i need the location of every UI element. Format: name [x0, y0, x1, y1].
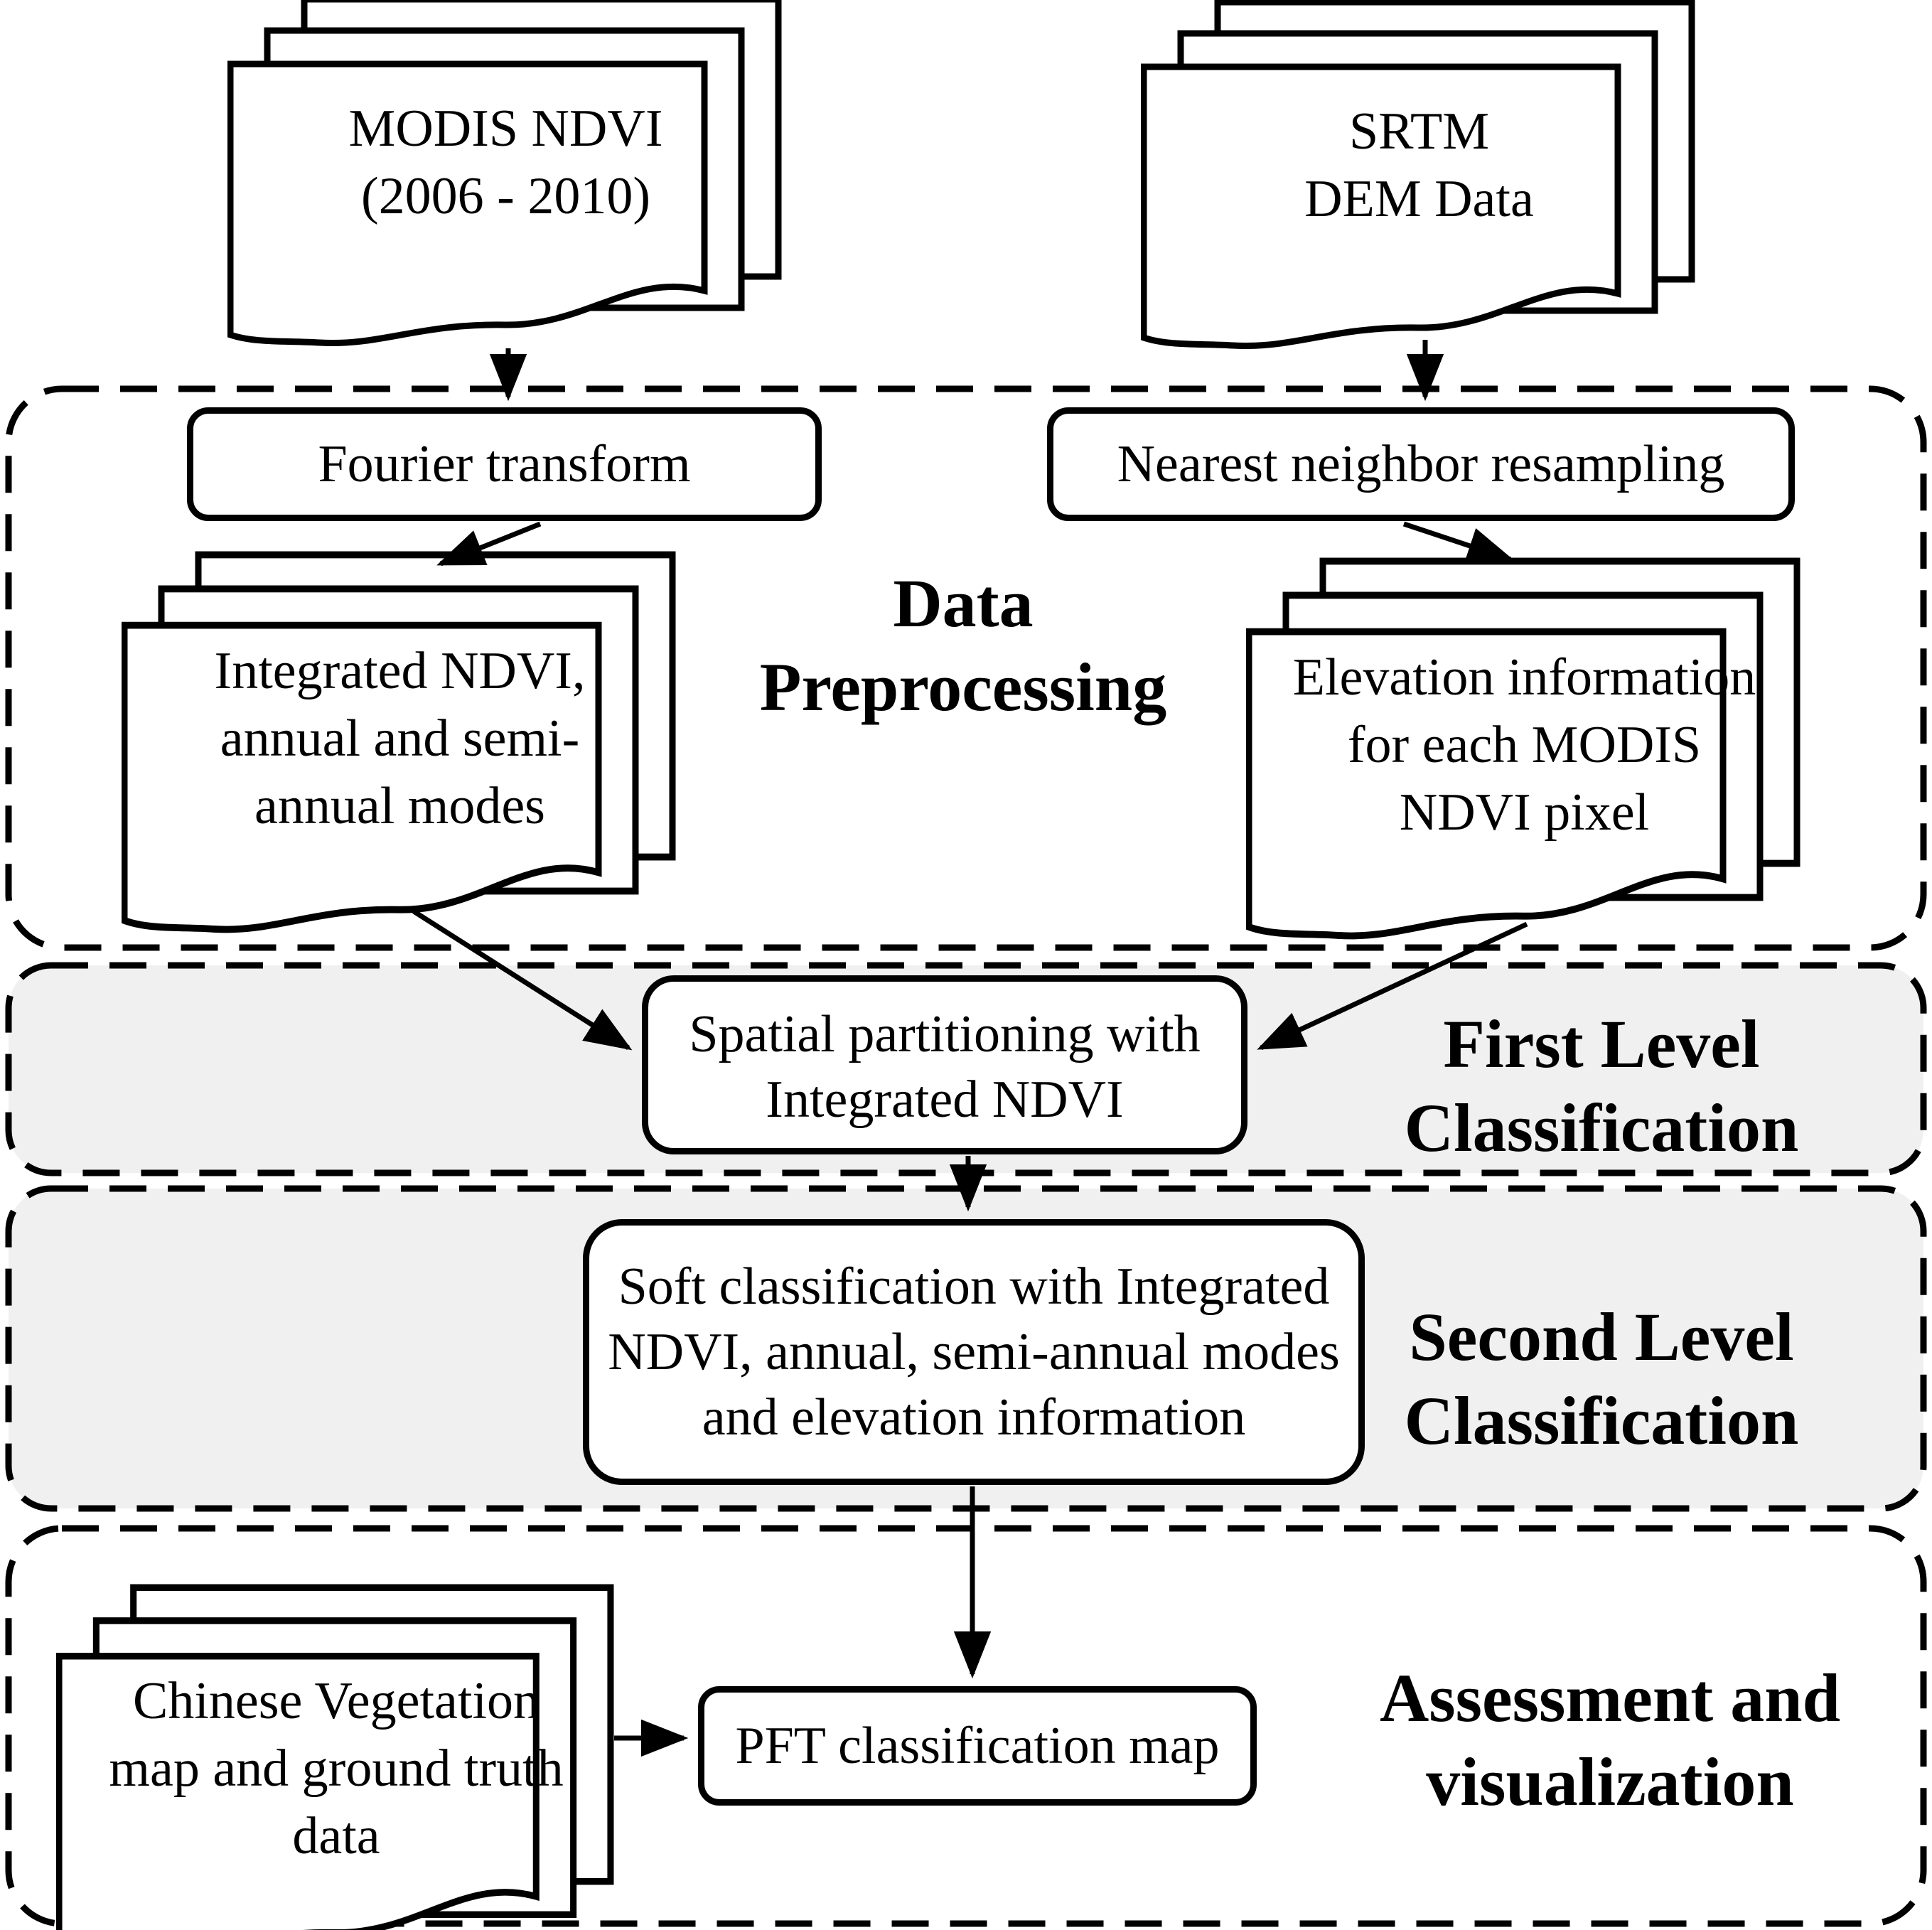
document-stack-icon: [1246, 557, 1800, 940]
doc-label-chinese-vegetation: Chinese Vegetation map and ground truth …: [56, 1668, 616, 1870]
doc-stack-integrated-ndvi: Integrated NDVI, annual and semi- annual…: [122, 551, 678, 938]
process-label-line: NDVI, annual, semi-annual modes: [608, 1323, 1340, 1381]
doc-label-line: for each MODIS: [1347, 716, 1702, 774]
process-label-line: Integrated NDVI: [766, 1071, 1124, 1129]
process-box-nearest-neighbor-resampling: Nearest neighbor resampling: [1047, 407, 1795, 521]
doc-label-line: Integrated NDVI,: [214, 642, 586, 700]
section-label-line: Second Level: [1409, 1299, 1794, 1375]
document-stack-icon: [1141, 0, 1695, 350]
doc-label-line: annual modes: [254, 777, 545, 835]
section-label-first-level-classification: First Level Classification: [1310, 1002, 1893, 1170]
section-label-line: Assessment and: [1379, 1660, 1841, 1736]
process-box-fourier-transform: Fourier transform: [187, 407, 822, 521]
doc-stack-chinese-vegetation: Chinese Vegetation map and ground truth …: [56, 1584, 616, 1930]
doc-stack-elevation-info: Elevation information for each MODIS NDV…: [1246, 557, 1803, 945]
doc-label-elevation: Elevation information for each MODIS NDV…: [1246, 644, 1803, 847]
doc-label-line: map and ground truth: [109, 1739, 564, 1798]
section-label-assessment-visualization: Assessment and visualization: [1319, 1656, 1901, 1824]
doc-label-srtm: SRTM DEM Data: [1141, 98, 1697, 233]
section-label-second-level-classification: Second Level Classification: [1310, 1295, 1893, 1463]
doc-label-line: annual and semi-: [220, 709, 580, 768]
section-label-line: Preprocessing: [759, 649, 1167, 725]
doc-label-integrated-ndvi: Integrated NDVI, annual and semi- annual…: [122, 638, 678, 840]
process-box-soft-classification: Soft classification with Integrated NDVI…: [583, 1219, 1365, 1485]
doc-stack-modis-ndvi: MODIS NDVI (2006 - 2010): [227, 0, 784, 351]
doc-label-modis: MODIS NDVI (2006 - 2010): [227, 95, 784, 230]
process-label: Nearest neighbor resampling: [1117, 435, 1725, 493]
section-label-line: Data: [893, 565, 1034, 641]
process-label-line: and elevation information: [702, 1388, 1246, 1447]
process-box-spatial-partitioning: Spatial partitioning with Integrated NDV…: [642, 975, 1247, 1154]
process-label: PFT classification map: [735, 1717, 1220, 1775]
section-label-line: First Level: [1443, 1006, 1760, 1082]
document-stack-icon: [56, 1584, 614, 1930]
doc-label-line: MODIS NDVI: [348, 100, 663, 158]
section-label-line: Classification: [1404, 1090, 1799, 1166]
document-stack-icon: [122, 551, 676, 933]
process-box-pft-classification-map: PFT classification map: [698, 1686, 1257, 1806]
doc-stack-srtm-dem: SRTM DEM Data: [1141, 0, 1697, 354]
doc-label-line: Elevation information: [1292, 648, 1756, 707]
section-label-line: Classification: [1404, 1383, 1799, 1459]
process-label-line: Soft classification with Integrated: [618, 1258, 1330, 1316]
process-label: Fourier transform: [318, 435, 691, 493]
process-label-line: Spatial partitioning with: [689, 1005, 1201, 1063]
doc-label-line: NDVI pixel: [1399, 783, 1650, 842]
doc-label-line: DEM Data: [1304, 170, 1534, 228]
doc-label-line: (2006 - 2010): [361, 167, 650, 225]
doc-label-line: SRTM: [1348, 102, 1490, 161]
section-label-line: visualization: [1426, 1744, 1794, 1820]
document-stack-icon: [227, 0, 782, 347]
doc-label-line: data: [292, 1807, 380, 1865]
section-label-data-preprocessing: Data Preprocessing: [672, 562, 1255, 729]
doc-label-line: Chinese Vegetation: [132, 1672, 540, 1730]
